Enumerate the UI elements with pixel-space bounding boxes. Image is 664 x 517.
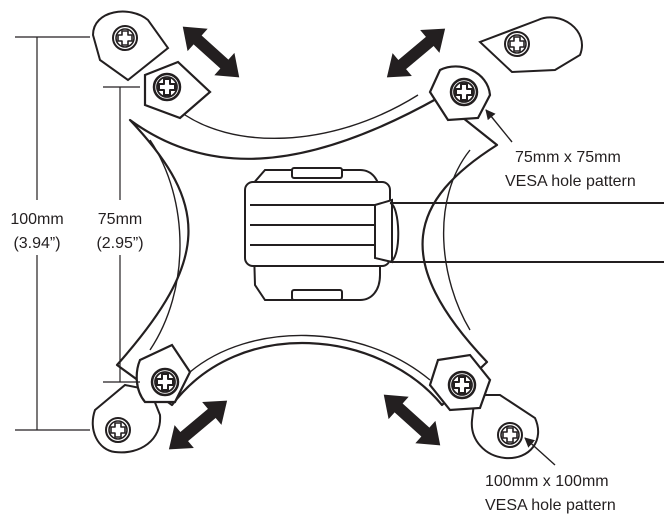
outer-pad-top-left: [91, 10, 170, 82]
center-hub: [244, 167, 393, 301]
inner-dimension-label: 75mm: [98, 211, 142, 228]
inner-pad-bottom-right: [428, 353, 492, 412]
callout-arrow-100: [524, 437, 556, 466]
callout-100-label: 100mm x 100mm: [485, 473, 609, 490]
screw-icon: [112, 25, 138, 51]
screw-icon: [105, 417, 131, 443]
screw-icon: [497, 422, 523, 448]
outer-dimension-label: 100mm: [10, 211, 63, 228]
inner-pad-top-left: [143, 60, 212, 120]
callout-100-sublabel: VESA hole pattern: [485, 497, 616, 514]
screw-icon: [449, 77, 479, 107]
dimension-line-100mm: [15, 36, 90, 431]
outer-pad-bottom-right: [470, 394, 540, 460]
callout-75-label: 75mm x 75mm: [515, 149, 621, 166]
arm-contour-left: [149, 139, 181, 351]
arm-contour-top: [177, 94, 419, 140]
callout-arrow-75: [485, 109, 513, 143]
inner-pad-bottom-left: [135, 343, 192, 404]
callout-75-sublabel: VESA hole pattern: [505, 173, 636, 190]
arm-contour-right: [442, 149, 471, 331]
screw-icon: [447, 370, 477, 400]
screw-icon: [152, 72, 182, 102]
outer-dimension-inches: (3.94”): [13, 235, 60, 252]
outer-pad-bottom-left: [91, 383, 162, 454]
mounting-arm: [389, 202, 664, 263]
outer-pad-top-right: [478, 16, 583, 74]
inner-dimension-inches: (2.95”): [96, 235, 143, 252]
inner-pad-top-right: [428, 65, 492, 122]
screw-icon: [150, 367, 180, 397]
screw-icon: [504, 31, 530, 57]
dimension-line-75mm: [103, 86, 140, 383]
arm-contour-bottom: [189, 334, 431, 381]
